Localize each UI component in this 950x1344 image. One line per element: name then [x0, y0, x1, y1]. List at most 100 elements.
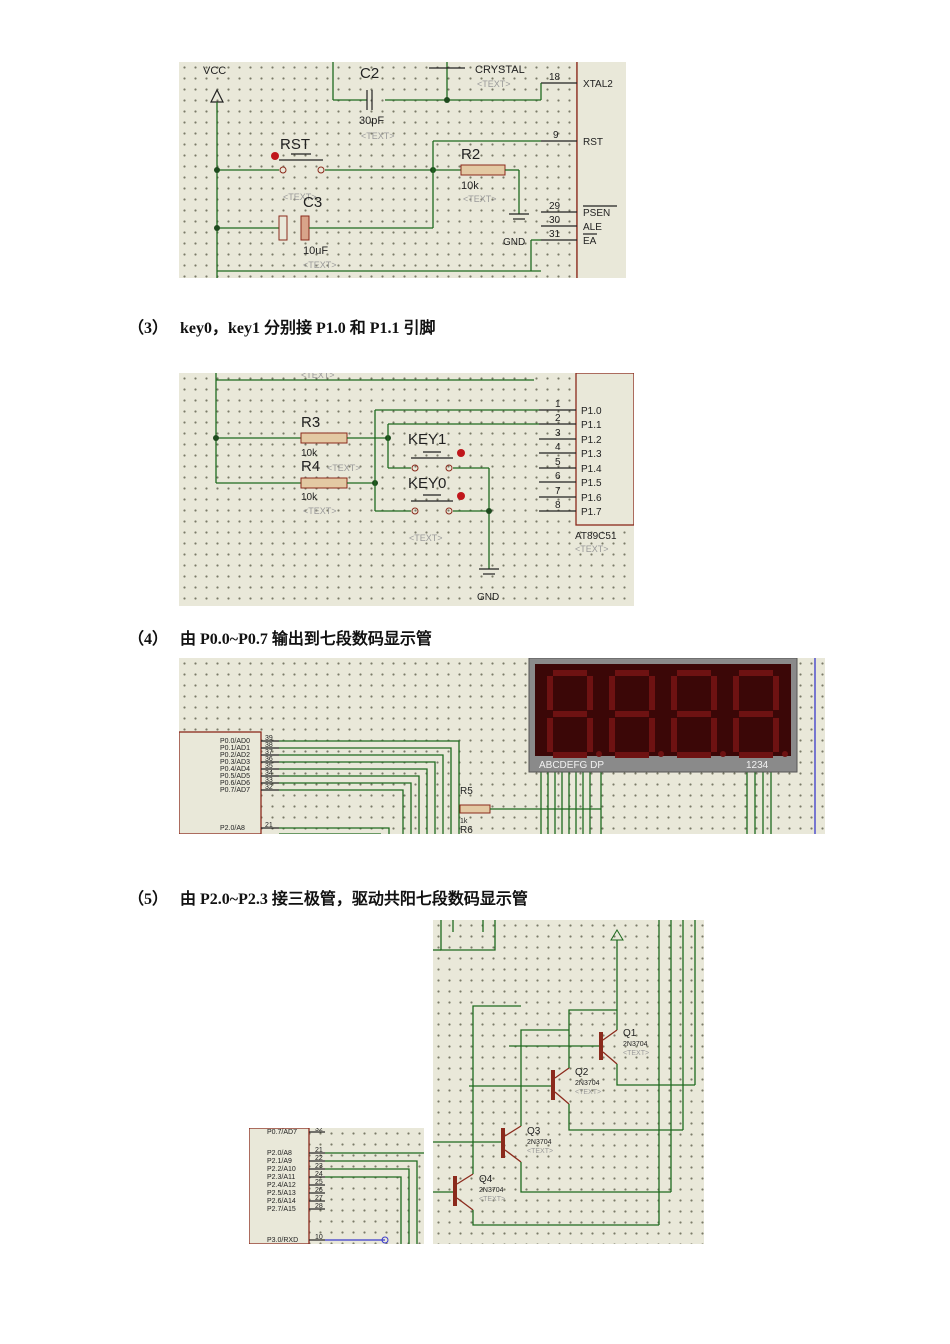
- pin-num: 29: [549, 201, 561, 212]
- top-text-placeholder: <TEXT>: [301, 373, 335, 380]
- vcc-arrow-icon: [210, 88, 224, 103]
- transistor-circuit-screenshot: Q1 2N3704 <TEXT> Q2 2N3704 <TEXT> Q3 2N3…: [433, 920, 704, 1244]
- r5-label: R5: [460, 786, 473, 797]
- pin-num: 37: [265, 749, 273, 756]
- decimal-point: [658, 751, 664, 757]
- crystal-text-placeholder: <TEXT>: [477, 79, 511, 89]
- vcc-label: VCC: [203, 65, 226, 77]
- pin-num: 27: [315, 1195, 323, 1202]
- q1-part: 2N3704: [623, 1041, 648, 1048]
- pin-name: P2.0/A8: [267, 1150, 292, 1157]
- pin-num: 38: [265, 742, 273, 749]
- decimal-point: [720, 751, 726, 757]
- pin-num: 8: [555, 500, 561, 511]
- pin-name: P1.0: [581, 406, 602, 417]
- q3-part: 2N3704: [527, 1139, 552, 1146]
- r2-label: R2: [461, 146, 480, 163]
- r6-label: R6: [460, 825, 473, 834]
- pin-name-ea: EA: [583, 236, 597, 247]
- pin-name: P3.0/RXD: [267, 1237, 298, 1244]
- pin-num: 35: [265, 763, 273, 770]
- q4-label: Q4: [479, 1174, 493, 1185]
- r3-value: 10k: [301, 448, 318, 459]
- pin-num: 26: [315, 1187, 323, 1194]
- segment: [671, 718, 677, 752]
- r2-text-placeholder: <TEXT>: [463, 194, 497, 204]
- pin-name-psen: PSEN: [583, 208, 610, 219]
- pin-name: P0.5/AD5: [220, 773, 250, 780]
- pin-num: 4: [555, 442, 561, 453]
- segment: [615, 670, 649, 676]
- key0-text-placeholder: <TEXT>: [409, 533, 443, 543]
- pin-num: 10: [315, 1234, 323, 1241]
- pin-num: 32: [265, 784, 273, 791]
- pin-name: P1.6: [581, 493, 602, 504]
- heading-number: （3）: [128, 320, 169, 337]
- pin-name: P0.4/AD4: [220, 766, 250, 773]
- pin-num: 33: [265, 777, 273, 784]
- chip-text-placeholder: <TEXT>: [575, 544, 609, 554]
- segment: [739, 711, 773, 717]
- q4-part: 2N3704: [479, 1187, 504, 1194]
- segment: [547, 676, 553, 710]
- reset-circuit-schematic: VCC C2 30pF <TEXT> CRYSTAL <TEXT> RST: [203, 62, 626, 278]
- pin-name: P0.7/AD7: [220, 787, 250, 794]
- segment: [609, 718, 615, 752]
- chip-name: AT89C51: [575, 531, 617, 542]
- segment: [677, 752, 711, 758]
- q2-label: Q2: [575, 1067, 589, 1078]
- pin-num: 3: [555, 428, 561, 439]
- r3-label: R3: [301, 414, 320, 431]
- segment: [615, 752, 649, 758]
- segment: [671, 676, 677, 710]
- display-seg-label: ABCDEFG DP: [539, 760, 604, 771]
- key0-pin-icon: [457, 492, 465, 500]
- segment: [677, 711, 711, 717]
- pin-name: P1.4: [581, 464, 602, 475]
- display-digit-label: 1234: [746, 760, 769, 771]
- q3-text-placeholder: <TEXT>: [527, 1148, 553, 1155]
- q1-label: Q1: [623, 1028, 637, 1039]
- segment: [649, 718, 655, 752]
- heading-text: 由 P2.0~P2.3 接三极管，驱动共阳七段数码显示管: [180, 891, 528, 908]
- c3-text-placeholder: <TEXT>: [303, 260, 337, 270]
- pin-name: P1.7: [581, 507, 602, 518]
- pin-name: P0.1/AD1: [220, 745, 250, 752]
- probe-icon: [381, 1236, 389, 1244]
- pin-num: 2: [555, 413, 561, 424]
- pin-num: 21: [265, 822, 273, 829]
- heading-4: （4）由 P0.0~P0.7 输出到七段数码显示管: [128, 625, 432, 649]
- c2-value: 30pF: [359, 115, 384, 127]
- c3-label: C3: [303, 194, 322, 211]
- heading-3: （3）key0，key1 分别接 P1.0 和 P1.1 引脚: [128, 314, 436, 338]
- segment: [609, 676, 615, 710]
- segment: [711, 718, 717, 752]
- gnd-label: GND: [503, 237, 525, 248]
- pin-name-rst: RST: [583, 137, 603, 148]
- segment: [739, 752, 773, 758]
- pin-num: 6: [555, 471, 561, 482]
- q1-text-placeholder: <TEXT>: [623, 1050, 649, 1057]
- pin-name: P2.5/A13: [267, 1190, 296, 1197]
- pin-name: P0.6/AD6: [220, 780, 250, 787]
- crystal-label: CRYSTAL: [475, 64, 525, 76]
- pin-num: 24: [315, 1171, 323, 1178]
- pin-num: 9: [553, 130, 559, 141]
- segment: [615, 711, 649, 717]
- r4-text-placeholder: <TEXT>: [327, 463, 361, 473]
- pin-name: P2.6/A14: [267, 1198, 296, 1205]
- key1-pin-icon: [457, 449, 465, 457]
- r5-value: 1k: [460, 818, 468, 825]
- q3-label: Q3: [527, 1126, 541, 1137]
- rst-text-placeholder: <TEXT>: [283, 192, 317, 202]
- pin-num: 32: [315, 1128, 323, 1133]
- rst-switch-label: RST: [280, 136, 310, 153]
- key1-label: KEY1: [408, 431, 446, 448]
- pin-name: P1.3: [581, 449, 602, 460]
- segment: [553, 711, 587, 717]
- pin-name: P0.7/AD7: [267, 1129, 297, 1136]
